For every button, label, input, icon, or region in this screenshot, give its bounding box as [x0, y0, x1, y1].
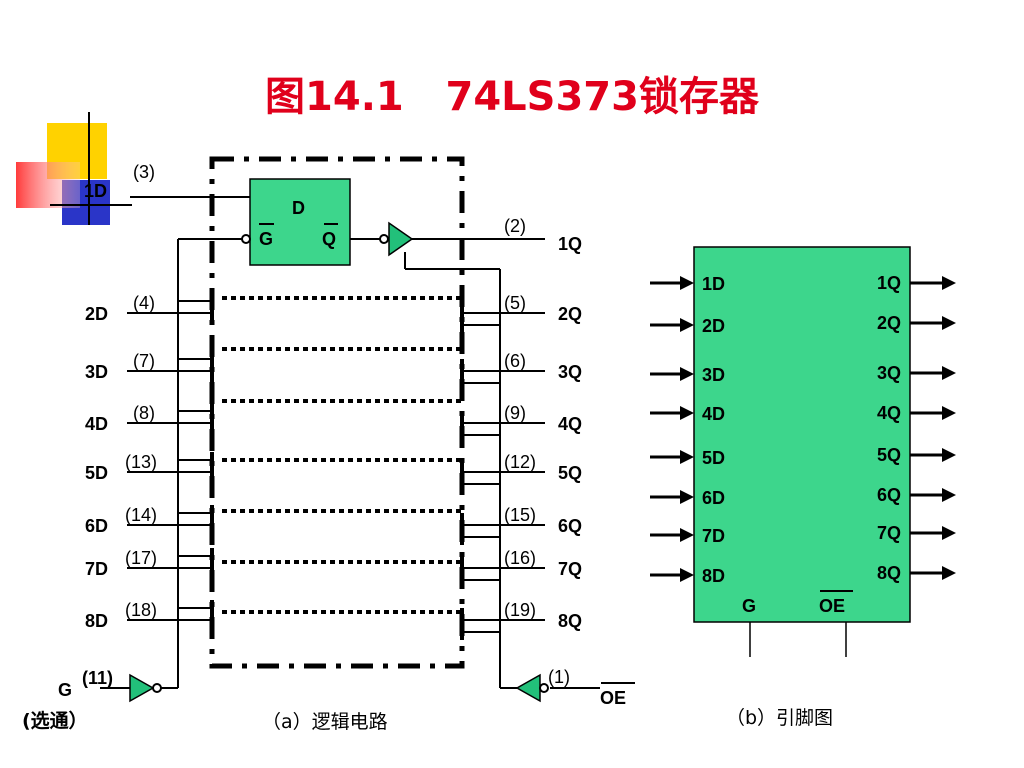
output-pin-number: (16) [504, 548, 536, 568]
input-label: 8D [85, 611, 108, 631]
pinout-output-arrow-arrowhead [942, 406, 956, 420]
pinout-g-label: G [742, 596, 756, 616]
pinout-output-label: 1Q [877, 273, 901, 293]
pinout-oe-label: OE [819, 596, 845, 616]
output-pin-number: (19) [504, 600, 536, 620]
pinout-output-label: 4Q [877, 403, 901, 423]
pinout-caption: （b）引脚图 [726, 707, 833, 729]
gate-pin: (11) [82, 668, 113, 688]
circuit-caption: （a）逻辑电路 [262, 711, 388, 733]
pinout-input-label: 3D [702, 365, 725, 385]
pinout-input-label: 8D [702, 566, 725, 586]
input-pin-number: (7) [133, 351, 155, 371]
gate-note: (选通） [22, 709, 88, 732]
input-label: 4D [85, 414, 108, 434]
pinout-output-arrow-arrowhead [942, 526, 956, 540]
pinout-input-arrow-arrowhead [680, 318, 694, 332]
output-label: 8Q [558, 611, 582, 631]
input-label: 2D [85, 304, 108, 324]
pinout-output-label: 8Q [877, 563, 901, 583]
pinout-input-label: 4D [702, 404, 725, 424]
pinout-chip [693, 246, 911, 623]
pinout-output-arrow-arrowhead [942, 448, 956, 462]
output-label: 7Q [558, 559, 582, 579]
pinout-output-label: 6Q [877, 485, 901, 505]
output-label: 4Q [558, 414, 582, 434]
pinout-output-label: 2Q [877, 313, 901, 333]
pinout-output-label: 3Q [877, 363, 901, 383]
input-1d-pin: (3) [133, 162, 155, 182]
output-buffer-1 [388, 221, 414, 257]
input-label: 7D [85, 559, 108, 579]
pinout-output-arrow-arrowhead [942, 566, 956, 580]
buffer1-input-bubble [379, 234, 389, 244]
pinout-output-arrow-arrowhead [942, 276, 956, 290]
pinout-pins: 1D 2D 3D 4D 5D 6D 7D 8D 1Q 2Q 3Q 4Q 5Q 6Q 7Q 8Q [650, 273, 956, 586]
output-label: 2Q [558, 304, 582, 324]
output-label: 3Q [558, 362, 582, 382]
gate-buffer-bubble [152, 683, 162, 693]
pinout-output-arrow-arrowhead [942, 488, 956, 502]
output-pin-number: (6) [504, 351, 526, 371]
pinout-input-label: 1D [702, 274, 725, 294]
input-label: 3D [85, 362, 108, 382]
latch-channels: 2D (4) 2Q (5) 3D (7) 3Q (6) 4D (8) 4Q (9) 5D (13) 5Q (1… [85, 293, 582, 640]
input-1d-label: 1D [84, 181, 107, 201]
pinout-output-arrow-arrowhead [942, 316, 956, 330]
input-pin-number: (17) [125, 548, 157, 568]
latch-q-pin: Q [322, 229, 336, 249]
input-pin-number: (13) [125, 452, 157, 472]
page-title: 图14.1 74LS373锁存器 [265, 74, 760, 120]
oe-label: OE [600, 688, 626, 708]
gate-label: G [58, 680, 72, 700]
pinout-input-arrow-arrowhead [680, 490, 694, 504]
latch-g-inversion-bubble [241, 234, 251, 244]
output-1q-label: 1Q [558, 234, 582, 254]
oe-buffer [515, 673, 541, 703]
pinout-output-label: 7Q [877, 523, 901, 543]
output-label: 6Q [558, 516, 582, 536]
corner-decoration [16, 112, 132, 225]
input-pin-number: (4) [133, 293, 155, 313]
pinout-input-label: 7D [702, 526, 725, 546]
deco-red-block [16, 162, 80, 208]
pinout-input-arrow-arrowhead [680, 568, 694, 582]
pinout-input-arrow-arrowhead [680, 406, 694, 420]
output-label: 5Q [558, 463, 582, 483]
pinout-input-label: 2D [702, 316, 725, 336]
pinout-output-label: 5Q [877, 445, 901, 465]
output-pin-number: (12) [504, 452, 536, 472]
pinout-input-arrow-arrowhead [680, 367, 694, 381]
oe-pin: (1) [548, 667, 570, 687]
pinout-input-arrow-arrowhead [680, 528, 694, 542]
latch-g-pin: G [259, 229, 273, 249]
input-label: 6D [85, 516, 108, 536]
pinout-input-label: 5D [702, 448, 725, 468]
gate-buffer [129, 673, 155, 703]
pinout-input-label: 6D [702, 488, 725, 508]
latch-d-pin: D [292, 198, 305, 218]
output-pin-number: (15) [504, 505, 536, 525]
d-latch-1 [249, 178, 351, 266]
output-1q-pin: (2) [504, 216, 526, 236]
input-pin-number: (18) [125, 600, 157, 620]
input-pin-number: (8) [133, 403, 155, 423]
pinout-output-arrow-arrowhead [942, 366, 956, 380]
pinout-input-arrow-arrowhead [680, 276, 694, 290]
output-pin-number: (9) [504, 403, 526, 423]
pinout-input-arrow-arrowhead [680, 450, 694, 464]
input-label: 5D [85, 463, 108, 483]
output-pin-number: (5) [504, 293, 526, 313]
input-pin-number: (14) [125, 505, 157, 525]
oe-buffer-bubble [539, 683, 549, 693]
